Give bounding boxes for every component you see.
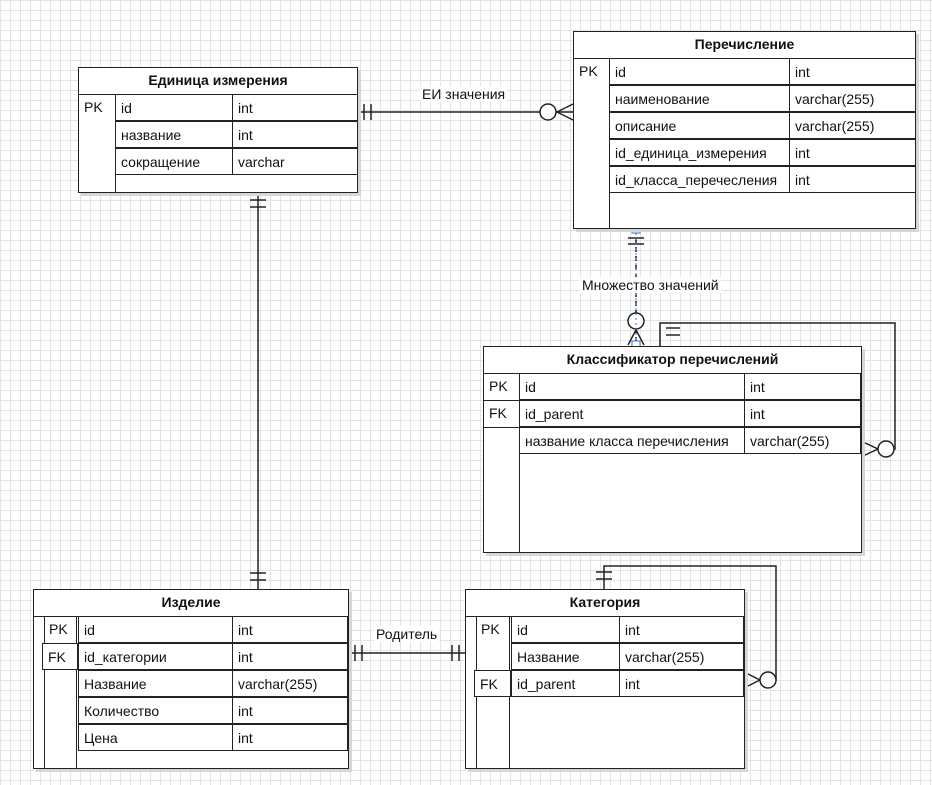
fk-label: FK <box>489 405 507 421</box>
field-name[interactable]: id <box>519 373 745 400</box>
field-type[interactable]: int <box>232 697 348 724</box>
field-type[interactable]: int <box>619 616 744 643</box>
entity-title: Изделие <box>34 590 348 617</box>
field-name[interactable]: описание <box>609 112 790 139</box>
field-type[interactable]: int <box>789 166 916 193</box>
field-type[interactable]: int <box>789 139 916 166</box>
field-name[interactable]: Название <box>78 670 233 697</box>
relation-label-value-set[interactable]: Множество значений <box>580 277 721 293</box>
field-type[interactable]: int <box>232 121 358 148</box>
field-type[interactable]: int <box>232 616 348 643</box>
entity-classifier[interactable]: Классификатор перечислений PK FK id int … <box>483 346 862 553</box>
pk-label: PK <box>49 621 68 637</box>
field-name[interactable]: id_категории <box>78 643 233 670</box>
pk-label: PK <box>481 621 500 637</box>
field-type[interactable]: int <box>619 670 744 697</box>
entity-title: Классификатор перечислений <box>484 347 861 374</box>
field-type[interactable]: int <box>232 724 348 751</box>
field-type[interactable]: int <box>789 58 916 85</box>
relation-label-unit-values[interactable]: ЕИ значения <box>420 86 508 102</box>
field-type[interactable]: int <box>744 400 861 427</box>
field-type[interactable]: varchar(255) <box>744 427 861 454</box>
entity-title: Перечисление <box>574 32 915 59</box>
field-name[interactable]: id <box>115 94 233 121</box>
relation-label-parent[interactable]: Родитель <box>374 626 440 642</box>
field-type[interactable]: varchar(255) <box>619 643 744 670</box>
entity-product[interactable]: Изделие PK FK id int id_категории int На… <box>33 589 349 769</box>
entity-title: Единица измерения <box>79 68 357 95</box>
field-name[interactable]: id_класса_перечесления <box>609 166 790 193</box>
field-type[interactable]: varchar(255) <box>232 670 348 697</box>
entity-category[interactable]: Категория PK id int Название varchar(255… <box>465 589 745 769</box>
field-name[interactable]: id <box>511 616 620 643</box>
field-name[interactable]: id <box>609 58 790 85</box>
field-name[interactable]: id_parent <box>511 670 620 697</box>
pk-label: PK <box>489 378 508 394</box>
field-name[interactable]: id_parent <box>519 400 745 427</box>
pk-label: PK <box>84 99 103 115</box>
field-type[interactable]: int <box>744 373 861 400</box>
field-name[interactable]: id_единица_измерения <box>609 139 790 166</box>
entity-unit[interactable]: Единица измерения PK id int название int… <box>78 67 358 193</box>
field-type[interactable]: int <box>232 94 358 121</box>
fk-label: FK <box>474 670 511 697</box>
field-name[interactable]: id <box>78 616 233 643</box>
field-name[interactable]: название класса перечисления <box>519 427 745 454</box>
field-name[interactable]: Название <box>511 643 620 670</box>
entity-title: Категория <box>466 590 744 617</box>
field-type[interactable]: varchar <box>232 148 358 175</box>
field-type[interactable]: varchar(255) <box>789 112 916 139</box>
entity-enumeration[interactable]: Перечисление PK id int наименование varc… <box>573 31 916 229</box>
field-name[interactable]: наименование <box>609 85 790 112</box>
field-type[interactable]: int <box>232 643 348 670</box>
field-name[interactable]: Количество <box>78 697 233 724</box>
field-name[interactable]: Цена <box>78 724 233 751</box>
field-name[interactable]: сокращение <box>115 148 233 175</box>
fk-label: FK <box>42 643 78 670</box>
field-name[interactable]: название <box>115 121 233 148</box>
field-type[interactable]: varchar(255) <box>789 85 916 112</box>
pk-label: PK <box>579 63 598 79</box>
